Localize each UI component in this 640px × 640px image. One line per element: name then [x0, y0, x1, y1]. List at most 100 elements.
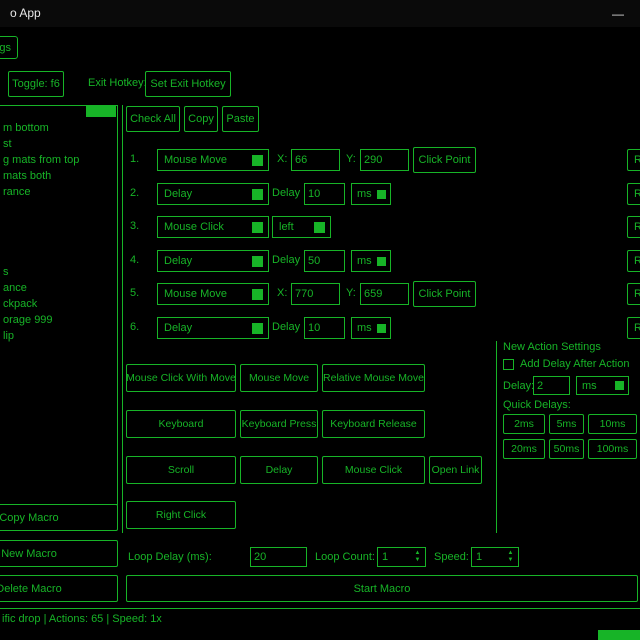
new-macro-button[interactable]: New Macro	[0, 540, 118, 567]
macro-list-scrollbar-thumb[interactable]	[86, 106, 116, 117]
toggle-hotkey-button[interactable]: Toggle: f6	[8, 71, 64, 97]
action-number: 1.	[130, 153, 140, 165]
spin-down-icon[interactable]: ▼	[414, 557, 421, 563]
remove-action-button[interactable]: Remove	[627, 250, 640, 272]
check-all-button[interactable]: Check All	[126, 106, 180, 132]
action-number: 5.	[130, 287, 140, 299]
list-item[interactable]: ckpack	[3, 298, 38, 310]
x-coordinate-input[interactable]	[291, 149, 340, 171]
delay-value-input[interactable]	[304, 317, 345, 339]
list-item[interactable]: ance	[3, 282, 27, 294]
action-type-dropdown[interactable]: Delay	[157, 183, 269, 205]
loop-delay-input[interactable]	[250, 547, 307, 567]
y-label: Y:	[346, 287, 356, 299]
delay-unit-dropdown[interactable]: ms	[351, 250, 391, 272]
quick-delay-20ms-button[interactable]: 20ms	[503, 439, 545, 459]
remove-action-button[interactable]: Remove	[627, 149, 640, 171]
remove-action-button[interactable]: Remove	[627, 183, 640, 205]
add-delay-button[interactable]: Delay	[240, 456, 318, 484]
paste-button[interactable]: Paste	[222, 106, 259, 132]
loop-count-stepper[interactable]: 1 ▲ ▼	[377, 547, 426, 567]
dropdown-square-icon	[252, 322, 263, 334]
action-type-dropdown[interactable]: Mouse Move	[157, 149, 269, 171]
add-open-link-button[interactable]: Open Link	[429, 456, 482, 484]
action-type-dropdown[interactable]: Mouse Move	[157, 283, 269, 305]
spin-up-icon[interactable]: ▲	[414, 550, 421, 556]
add-keyboard-release-button[interactable]: Keyboard Release	[322, 410, 425, 438]
main-panel-divider	[122, 105, 123, 533]
action-type-dropdown[interactable]: Delay	[157, 317, 269, 339]
tab-settings[interactable]: gs	[0, 36, 18, 59]
add-delay-after-action-checkbox[interactable]	[503, 359, 514, 370]
action-row: 2. Delay Delay ms Remove	[0, 183, 640, 205]
add-mouse-move-button[interactable]: Mouse Move	[240, 364, 318, 392]
dropdown-square-icon	[252, 255, 263, 267]
quick-delays-label: Quick Delays:	[503, 399, 571, 411]
list-item[interactable]: rance	[3, 186, 31, 198]
add-relative-mouse-move-button[interactable]: Relative Mouse Move	[322, 364, 425, 392]
click-point-button[interactable]: Click Point	[413, 281, 476, 307]
set-exit-hotkey-button[interactable]: Set Exit Hotkey	[145, 71, 231, 97]
spin-down-icon[interactable]: ▼	[507, 557, 514, 563]
speed-label: Speed:	[434, 551, 469, 563]
action-type-dropdown[interactable]: Mouse Click	[157, 216, 269, 238]
add-scroll-button[interactable]: Scroll	[126, 456, 236, 484]
settings-panel-divider	[496, 341, 497, 533]
add-mouse-click-button[interactable]: Mouse Click	[322, 456, 425, 484]
speed-stepper[interactable]: 1 ▲ ▼	[471, 547, 519, 567]
copy-button[interactable]: Copy	[184, 106, 218, 132]
quick-delay-10ms-button[interactable]: 10ms	[588, 414, 637, 434]
quick-delay-5ms-button[interactable]: 5ms	[549, 414, 584, 434]
remove-action-button[interactable]: Remove	[627, 317, 640, 339]
add-keyboard-press-button[interactable]: Keyboard Press	[240, 410, 318, 438]
quick-delay-100ms-button[interactable]: 100ms	[588, 439, 637, 459]
quick-delay-2ms-button[interactable]: 2ms	[503, 414, 545, 434]
delay-label: Delay	[272, 321, 301, 333]
remove-action-button[interactable]: Remove	[627, 283, 640, 305]
y-coordinate-input[interactable]	[360, 283, 409, 305]
action-number: 3.	[130, 220, 140, 232]
window-title: o App	[10, 6, 41, 20]
copy-macro-button[interactable]: Copy Macro	[0, 504, 118, 531]
mouse-button-dropdown[interactable]: left	[272, 216, 331, 238]
dropdown-square-icon	[252, 154, 263, 166]
action-row: 1. Mouse Move X: Y: Click Point Remove	[0, 147, 640, 173]
y-coordinate-input[interactable]	[360, 149, 409, 171]
action-number: 4.	[130, 254, 140, 266]
delay-value-input[interactable]	[304, 250, 345, 272]
x-coordinate-input[interactable]	[291, 283, 340, 305]
delay-value-input[interactable]	[304, 183, 345, 205]
list-item[interactable]: lip	[3, 330, 15, 342]
list-item[interactable]: m bottom	[3, 122, 49, 134]
dropdown-square-icon	[615, 381, 624, 390]
start-macro-button[interactable]: Start Macro	[126, 575, 638, 602]
click-point-button[interactable]: Click Point	[413, 147, 476, 173]
spin-up-icon[interactable]: ▲	[507, 550, 514, 556]
new-action-delay-unit-dropdown[interactable]: ms	[576, 376, 629, 395]
action-row: 5. Mouse Move X: Y: Click Point Remove	[0, 281, 640, 307]
action-row: 6. Delay Delay ms Remove	[0, 317, 640, 339]
quick-delay-50ms-button[interactable]: 50ms	[549, 439, 584, 459]
action-row: 4. Delay Delay ms Remove	[0, 250, 640, 272]
delay-unit-dropdown[interactable]: ms	[351, 317, 391, 339]
new-action-delay-input[interactable]	[533, 376, 570, 395]
action-type-dropdown[interactable]: Delay	[157, 250, 269, 272]
add-keyboard-button[interactable]: Keyboard	[126, 410, 236, 438]
action-number: 2.	[130, 187, 140, 199]
list-item[interactable]: orage 999	[3, 314, 53, 326]
add-right-click-button[interactable]: Right Click	[126, 501, 236, 529]
action-number: 6.	[130, 321, 140, 333]
list-item[interactable]: st	[3, 138, 12, 150]
delay-unit-dropdown[interactable]: ms	[351, 183, 391, 205]
remove-action-button[interactable]: Remove	[627, 216, 640, 238]
new-action-settings-title: New Action Settings	[503, 341, 601, 353]
exit-hotkey-label: Exit Hotkey:	[88, 77, 147, 89]
add-mouse-click-with-move-button[interactable]: Mouse Click With Move	[126, 364, 236, 392]
list-item[interactable]: s	[3, 266, 9, 278]
minimize-button[interactable]: —	[612, 6, 624, 21]
list-item[interactable]: mats both	[3, 170, 52, 182]
statusbar-text: ific drop | Actions: 65 | Speed: 1x	[2, 613, 162, 625]
list-item[interactable]: g mats from top	[3, 154, 80, 166]
delete-macro-button[interactable]: Delete Macro	[0, 575, 118, 602]
